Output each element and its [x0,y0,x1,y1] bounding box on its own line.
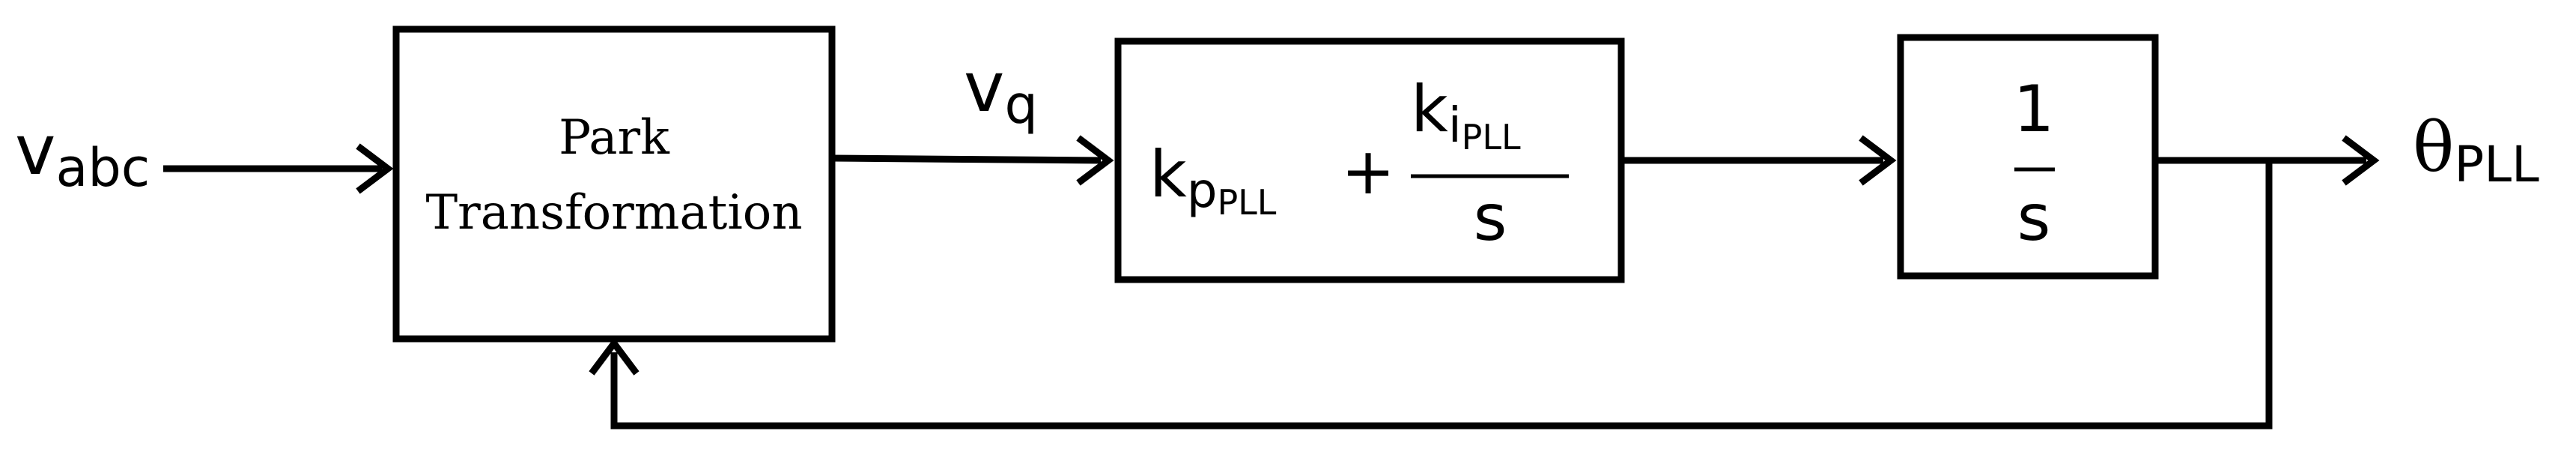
pi-controller-block [1114,37,1625,283]
output-signal-main: θ [2413,107,2454,187]
pi-kp-main: k [1149,137,1187,212]
park-transformation-block [392,25,836,343]
park-block-label-line1: Park [559,110,670,166]
pi-ki-numerator: kiPLL [1411,72,1521,157]
input-signal-main: v [15,110,55,190]
input-signal-label: vabc [15,110,150,199]
pi-kp-term: kpPLL [1149,137,1277,223]
pi-kp-sub: p [1187,163,1218,219]
integrator-numerator: 1 [2014,72,2055,147]
output-signal-sub: PLL [2454,136,2539,193]
pi-plus-sign: + [1341,134,1395,209]
output-signal-label: θPLL [2413,107,2539,193]
integrator-block [1897,34,2159,280]
pi-ki-subsub: PLL [1462,117,1521,157]
vq-signal-sub: q [1004,74,1037,136]
pi-ki-sub: i [1448,98,1462,154]
input-arrow-head [356,143,394,194]
input-signal-sub: abc [55,137,150,199]
park-block-label-line2: Transformation [425,185,802,241]
vq-arrow-head [1076,135,1114,186]
pi-output-arrow-head [1859,135,1897,186]
output-arrow-head [2342,135,2380,186]
feedback-path [610,160,2273,430]
pi-ki-main: k [1411,72,1448,147]
pi-kp-subsub: PLL [1217,182,1276,223]
vq-signal-main: v [964,47,1004,127]
pi-ki-denominator: s [1474,181,1507,256]
vq-arrow-line [831,154,1102,164]
vq-signal-label: vq [964,47,1038,136]
feedback-arrow-head [589,337,640,376]
integrator-denominator: s [2017,181,2051,256]
